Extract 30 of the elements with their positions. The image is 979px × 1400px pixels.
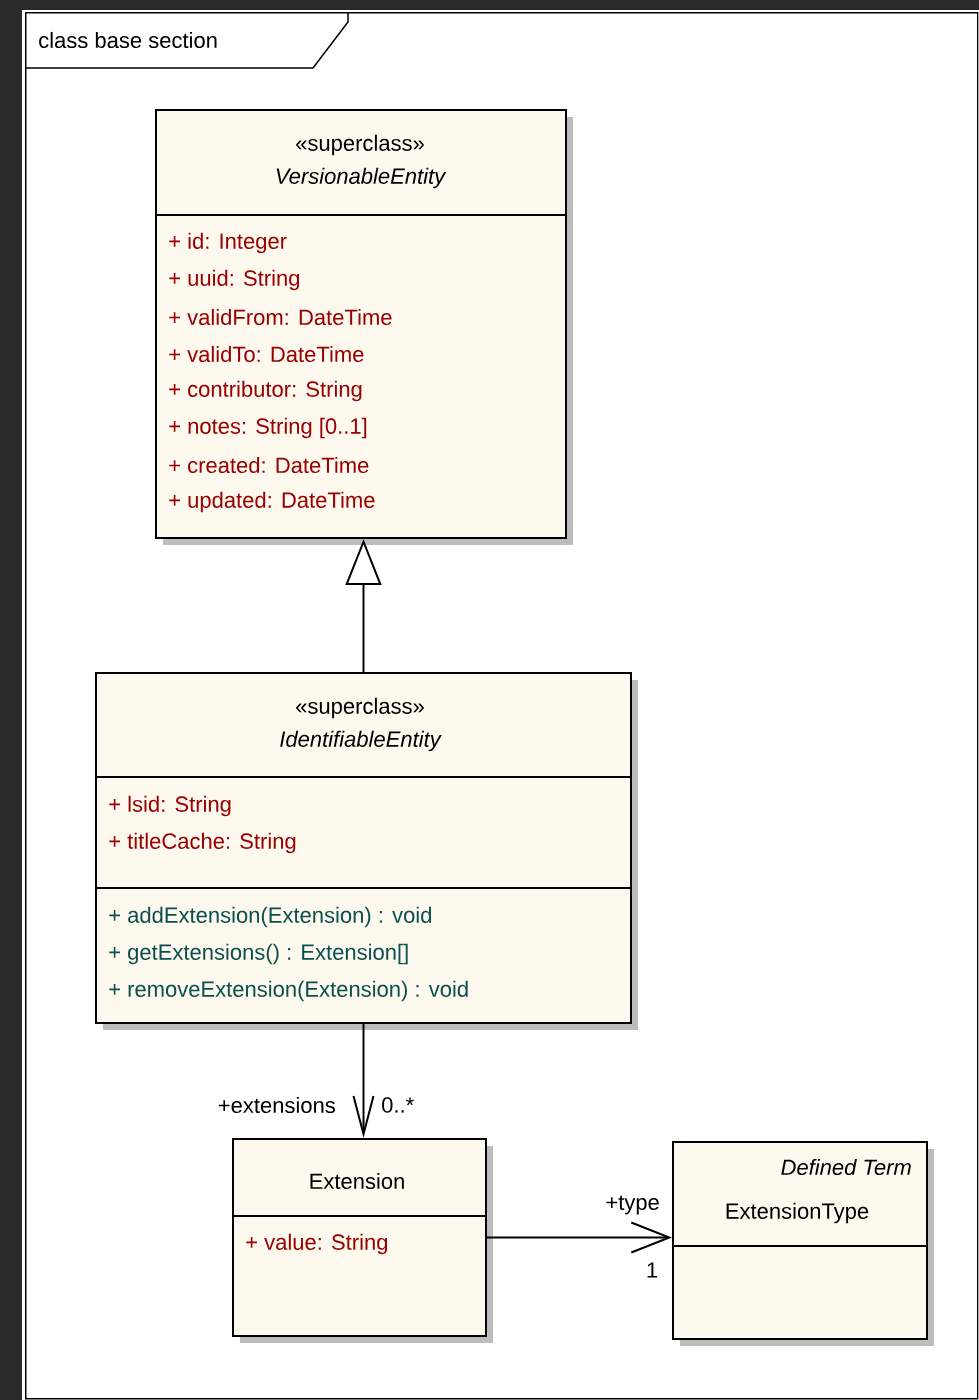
class-name: Extension	[310, 1172, 404, 1190]
class-box	[671, 1141, 934, 1346]
role-label: +type	[604, 1194, 661, 1216]
multiplicity-label: 0..*	[380, 1096, 416, 1114]
attribute-text: + validFrom: DateTime	[169, 308, 392, 326]
association-arrow	[352, 1023, 375, 1138]
stereotype-label: Defined Term	[781, 1158, 911, 1176]
attribute-text: + contributor: String	[169, 380, 362, 402]
method-text: + getExtensions() : Extension[]	[109, 943, 408, 965]
class-box	[231, 1138, 493, 1343]
attribute-text: + updated: DateTime	[169, 491, 375, 513]
attribute-text: + value: String	[246, 1233, 388, 1255]
attribute-text: + titleCache: String	[109, 832, 296, 854]
class-name: IdentifiableEntity	[280, 730, 442, 752]
attribute-text: + id: Integer	[169, 232, 287, 254]
frame-tab: class base section	[24, 11, 349, 69]
stereotype-label: «superclass»	[296, 134, 424, 156]
stereotype-label: «superclass»	[296, 697, 424, 719]
attribute-text: + notes: String [0..1]	[169, 417, 367, 439]
class-box	[94, 672, 638, 1030]
method-text: + removeExtension(Extension) : void	[109, 980, 468, 1002]
attribute-text: + created: DateTime	[169, 456, 369, 474]
class-name: ExtensionType	[726, 1202, 869, 1224]
attribute-text: + uuid: String	[169, 269, 300, 291]
class-name: VersionableEntity	[276, 167, 447, 189]
method-text: + addExtension(Extension) : void	[109, 906, 431, 928]
attribute-text: + validTo: DateTime	[169, 345, 364, 363]
attribute-text: + lsid: String	[109, 795, 231, 817]
class-box	[154, 109, 573, 545]
association-arrow	[486, 1221, 672, 1254]
